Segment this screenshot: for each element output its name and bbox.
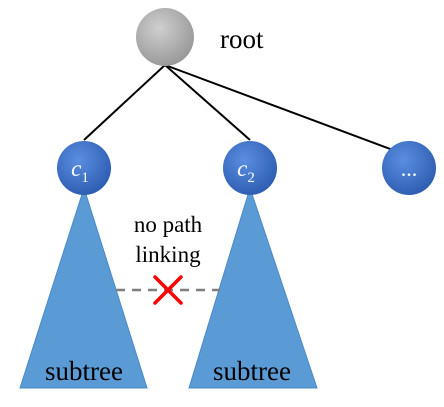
child-circle-ellipsis [382, 141, 436, 195]
child-subscript-c2: 2 [247, 170, 255, 186]
no-path-note: no path linking [134, 212, 203, 267]
child-letter-c1: c [71, 156, 81, 181]
subtree-1: subtree [19, 186, 148, 389]
child-circle-c2 [223, 141, 277, 195]
child-node-ellipsis: ... [382, 141, 436, 195]
subtree-2-label: subtree [213, 356, 291, 386]
edge-root-ellipsis [164, 64, 394, 151]
child-node-c2: c2 [223, 141, 277, 195]
edge-root-c1 [83, 64, 166, 141]
child-letter-c2: c [237, 156, 247, 181]
child-label-c1: c1 [71, 156, 89, 186]
child-subscript-c1: 1 [81, 170, 89, 186]
blocked-link [116, 275, 220, 305]
note-line-2: linking [135, 242, 201, 267]
child-label-ellipsis: ... [401, 156, 418, 181]
child-node-c1: c1 [57, 141, 111, 195]
root-label: root [220, 24, 264, 54]
subtree-2: subtree [188, 186, 318, 389]
root-circle [136, 8, 194, 66]
subtree-2-triangle [188, 186, 318, 389]
x-mark-icon [153, 275, 183, 305]
subtree-1-label: subtree [45, 356, 123, 386]
edges [83, 64, 394, 151]
child-label-c2: c2 [237, 156, 255, 186]
note-line-1: no path [134, 212, 203, 237]
root-node: root [136, 8, 264, 66]
edge-root-c2 [164, 64, 251, 141]
subtree-1-triangle [19, 186, 148, 389]
child-circle-c1 [57, 141, 111, 195]
